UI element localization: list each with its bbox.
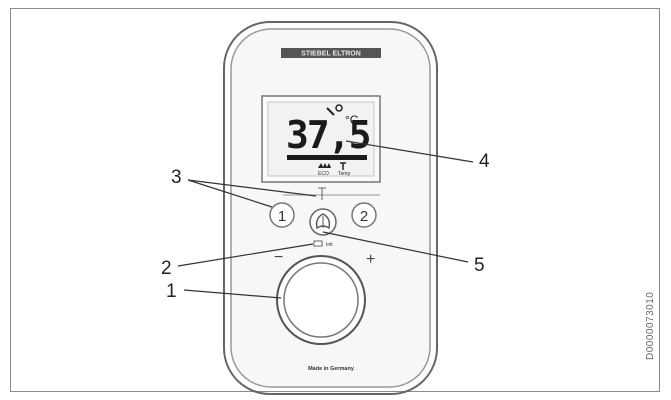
lcd-bar bbox=[287, 155, 367, 160]
shower-icon bbox=[326, 107, 335, 116]
lcd-display: 37,5 °C ECO Temp bbox=[261, 95, 381, 183]
eco-button[interactable] bbox=[309, 208, 337, 236]
brand-plate: STIEBEL ELTRON bbox=[281, 48, 381, 58]
callout-2: 2 bbox=[161, 258, 172, 279]
callout-lines bbox=[177, 140, 474, 299]
memory-button-1[interactable]: 1 bbox=[269, 202, 295, 228]
crown-icon bbox=[318, 163, 331, 168]
lock-icon bbox=[335, 104, 343, 112]
lcd-unit: °C bbox=[345, 113, 359, 127]
callout-4: 4 bbox=[479, 151, 490, 172]
made-in-label: Made in Germany bbox=[308, 366, 355, 372]
brand-text: STIEBEL ELTRON bbox=[301, 51, 361, 58]
lcd-temperature: 37,5 bbox=[286, 113, 370, 157]
callout-3: 3 bbox=[171, 167, 182, 188]
eco-label: ECO bbox=[318, 171, 329, 177]
button-1-label: 1 bbox=[278, 208, 286, 225]
indicator-label: Init bbox=[326, 242, 333, 248]
callout-1: 1 bbox=[166, 281, 177, 302]
figure-frame bbox=[10, 8, 660, 392]
plus-label: + bbox=[366, 251, 375, 268]
button-2-label: 2 bbox=[360, 208, 368, 225]
memory-button-2[interactable]: 2 bbox=[351, 202, 377, 228]
callout-5: 5 bbox=[474, 255, 485, 276]
indicator-led: Init bbox=[313, 240, 333, 248]
temp-label: Temp bbox=[338, 171, 350, 177]
minus-label: − bbox=[274, 249, 283, 266]
temperature-knob[interactable] bbox=[276, 255, 366, 345]
document-code: D0000073010 bbox=[645, 291, 656, 360]
